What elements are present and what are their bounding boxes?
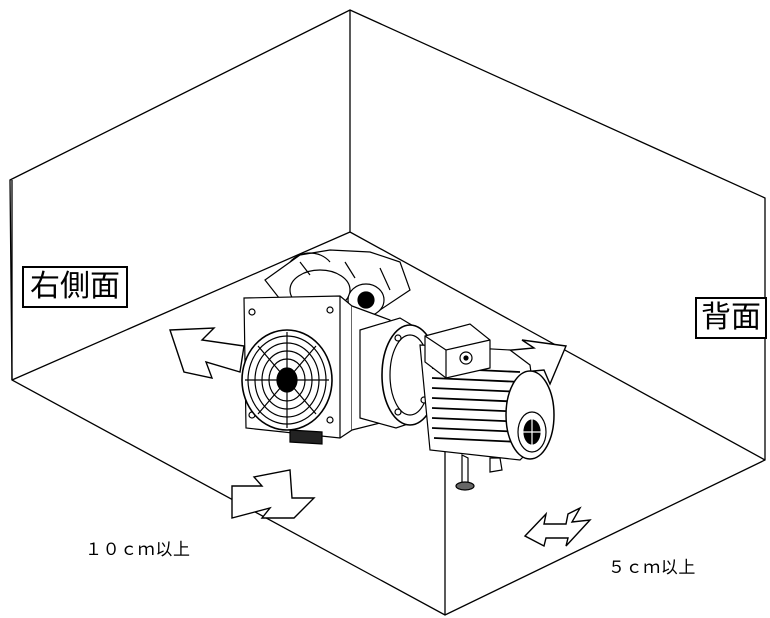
side-clearance-text: １０ｃｍ以上 (85, 540, 191, 560)
room-wireframe (9, 9, 766, 616)
pump-unit (241, 249, 555, 491)
fan-guard (241, 329, 333, 431)
terminal-box (424, 323, 491, 379)
pump-foot (289, 429, 323, 445)
airflow-arrow-left (169, 327, 245, 379)
side-clearance-arrow (231, 469, 316, 519)
back-clearance-arrow (523, 506, 592, 548)
right-side-label: 右側面 (22, 266, 128, 308)
back-label: 背面 (695, 297, 767, 339)
back-clearance-text: ５ｃｍ以上 (608, 558, 696, 578)
motor (419, 323, 555, 491)
